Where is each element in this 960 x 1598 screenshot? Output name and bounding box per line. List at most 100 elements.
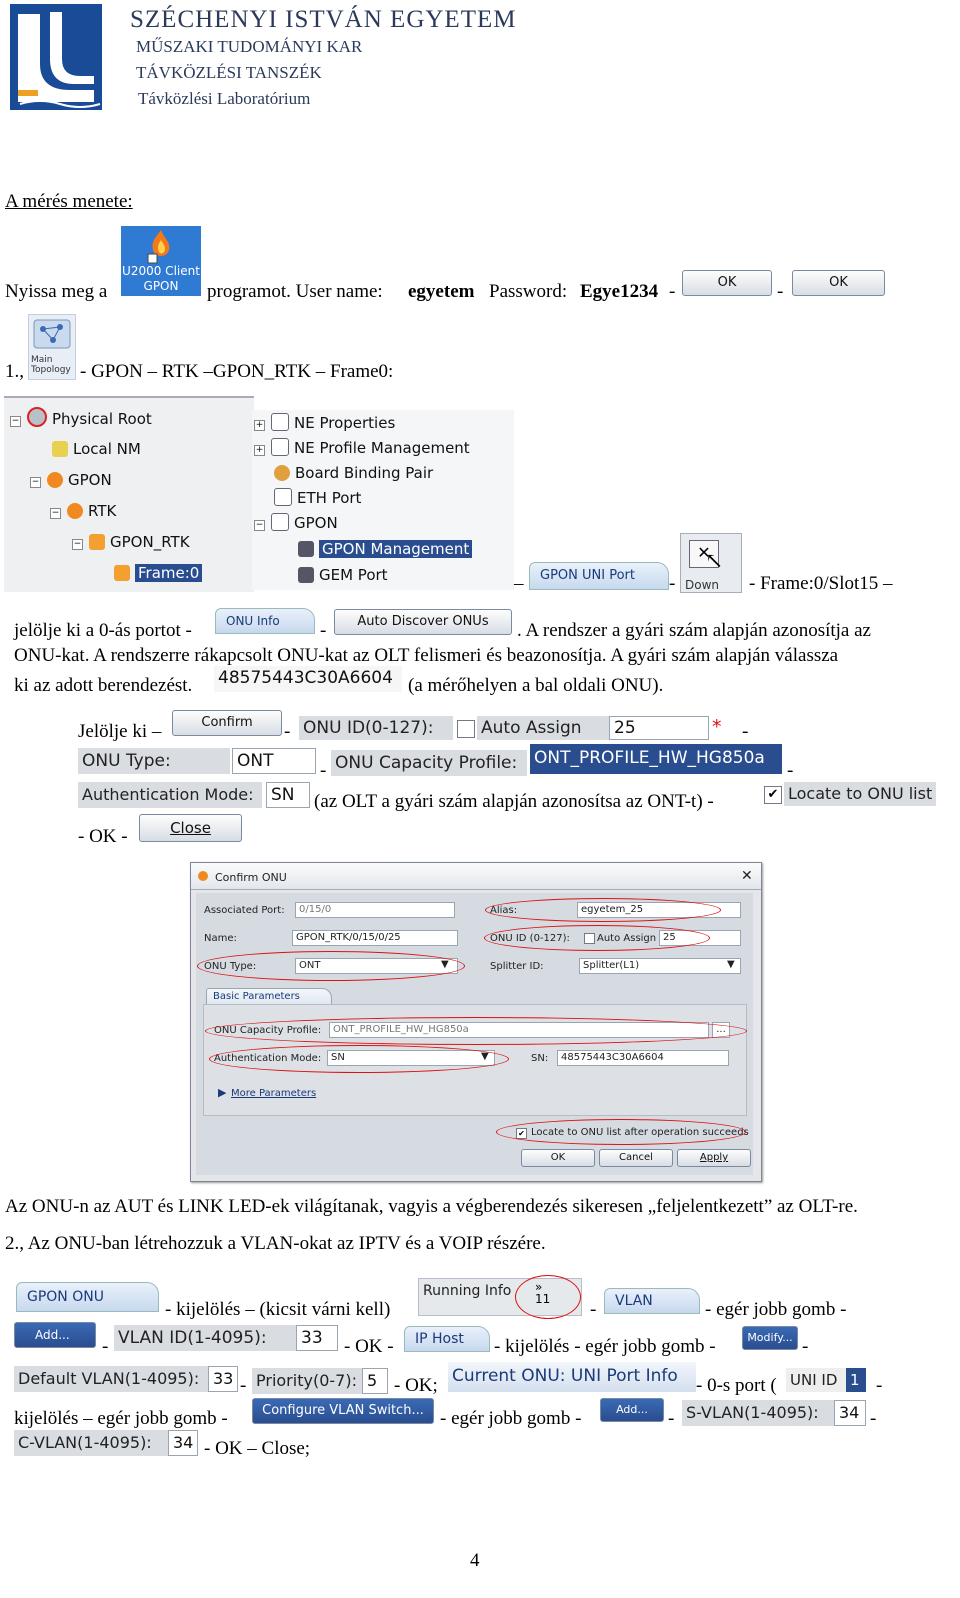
menu-board-binding-pair[interactable]: Board Binding Pair	[274, 462, 433, 484]
menu-gpon[interactable]: −GPON	[254, 512, 338, 534]
tree-node-local-nm[interactable]: Local NM	[52, 438, 141, 460]
collapse-icon[interactable]: −	[72, 539, 83, 550]
p1-text-c: Password:	[489, 281, 568, 302]
inline1-dash-1: –	[514, 573, 524, 594]
cvlan-input[interactable]: 34	[168, 1430, 198, 1456]
dropdown-arrow-icon[interactable]: ▼	[727, 959, 735, 970]
highlight-capacity	[205, 1017, 747, 1045]
vlan-id-input[interactable]: 33	[296, 1325, 338, 1351]
tree-label: GPON_RTK	[110, 533, 190, 551]
expand-icon[interactable]: +	[254, 420, 265, 431]
locate-checkbox[interactable]: ✔	[764, 786, 782, 804]
onu-id-input[interactable]: 25	[609, 716, 709, 740]
cvlan-label: C-VLAN(1-4095):	[14, 1430, 168, 1456]
svlan-input[interactable]: 34	[834, 1400, 866, 1426]
current-onu-tab[interactable]: Current ONU: UNI Port Info	[448, 1362, 696, 1392]
tree-node-gpon[interactable]: −GPON	[30, 469, 112, 491]
expand-icon[interactable]: +	[254, 445, 265, 456]
onu-info-tab[interactable]: ONU Info	[215, 608, 315, 634]
more-parameters-link[interactable]: More Parameters	[231, 1088, 317, 1099]
running-info-button[interactable]: Running Info »11	[418, 1275, 582, 1319]
ok-button-1[interactable]: OK	[682, 270, 772, 296]
capacity-profile-select[interactable]: ONT_PROFILE_HW_HG850a	[530, 744, 782, 774]
auto-assign-checkbox[interactable]	[457, 720, 475, 738]
header-department: TÁVKÖZLÉSI TANSZÉK	[136, 63, 322, 82]
menu-eth-port[interactable]: ETH Port	[274, 487, 361, 509]
auto-discover-onus-button[interactable]: Auto Discover ONUs	[334, 609, 512, 635]
ok-button-2[interactable]: OK	[792, 270, 885, 296]
collapse-icon[interactable]: −	[50, 508, 61, 519]
p7-t1: - kijelölés – (kicsit várni kell)	[165, 1299, 391, 1320]
default-vlan-input[interactable]: 33	[208, 1366, 238, 1392]
cursor-icon: ↖	[705, 548, 724, 573]
dialog-cancel-button[interactable]: Cancel	[599, 1149, 673, 1167]
tree-node-frame0[interactable]: Frame:0	[114, 562, 203, 584]
p7-t6: - 0-s port (	[696, 1375, 777, 1396]
configure-vlan-switch-button[interactable]: Configure VLAN Switch...	[252, 1398, 434, 1424]
p7-t3: - OK -	[344, 1336, 394, 1357]
p1-dash-1: -	[669, 281, 676, 302]
gpon-uni-port-tab[interactable]: GPON UNI Port	[529, 562, 669, 590]
header-university: SZÉCHENYI ISTVÁN EGYETEM	[130, 6, 517, 33]
ne-icon	[89, 534, 105, 550]
p7-t5: - OK;	[394, 1375, 438, 1396]
auth-mode-select[interactable]: SN	[266, 782, 310, 808]
u2000-client-icon[interactable]: U2000 Client GPON	[121, 226, 201, 296]
collapse-icon[interactable]: −	[254, 520, 265, 531]
down-label: Down	[685, 578, 720, 592]
close-button[interactable]: Close	[139, 814, 242, 842]
ip-host-tab[interactable]: IP Host	[404, 1326, 490, 1352]
more-parameters-arrow-icon[interactable]: ▶	[218, 1086, 227, 1099]
p7-dash-7: -	[870, 1408, 877, 1429]
dialog-apply-button[interactable]: Apply	[677, 1149, 751, 1167]
serial-number-field[interactable]: 48575443C30A6604	[214, 666, 402, 692]
tree-label: Frame:0	[135, 564, 203, 582]
auto-assign-label: Auto Assign	[477, 716, 609, 740]
menu-gpon-management[interactable]: GPON Management	[298, 538, 473, 560]
svlan-label: S-VLAN(1-4095):	[682, 1400, 834, 1426]
rtk-icon	[67, 503, 83, 519]
sn-input[interactable]: 48575443C30A6604	[557, 1050, 729, 1066]
down-toolbar-button[interactable]: ✕ ↖ Down	[680, 533, 742, 593]
gpon-onu-tab[interactable]: GPON ONU	[16, 1282, 159, 1312]
dialog-ok-button[interactable]: OK	[521, 1149, 595, 1167]
sn-label: SN:	[531, 1053, 549, 1064]
vlan-tab[interactable]: VLAN	[604, 1288, 700, 1314]
modify-button[interactable]: Modify...	[742, 1326, 798, 1350]
inline1-after: - Frame:0/Slot15 –	[749, 573, 893, 594]
folder-icon	[271, 438, 289, 456]
p4-ok: - OK -	[78, 826, 128, 847]
confirm-button[interactable]: Confirm	[172, 710, 282, 736]
menu-ne-profile-management[interactable]: +NE Profile Management	[254, 437, 470, 459]
tree-node-physical-root[interactable]: −Physical Root	[10, 407, 152, 429]
splitter-select[interactable]: Splitter(L1)	[579, 958, 741, 974]
name-input[interactable]: GPON_RTK/0/15/0/25	[292, 930, 458, 946]
u2000-icon-label: U2000 Client GPON	[122, 264, 200, 293]
main-topology-icon[interactable]: Main Topology	[28, 314, 76, 380]
confirm-onu-dialog: Confirm ONU ✕ Associated Port: 0/15/0 Al…	[190, 862, 762, 1182]
tree-node-rtk[interactable]: −RTK	[50, 500, 116, 522]
priority-input[interactable]: 5	[362, 1368, 388, 1394]
onu-type-select[interactable]: ONT	[232, 748, 316, 774]
p7-dash-4: -	[240, 1375, 247, 1396]
name-label: Name:	[204, 933, 237, 944]
add-button-1[interactable]: Add...	[14, 1322, 96, 1348]
highlight-locate	[496, 1119, 746, 1145]
menu-gem-port[interactable]: GEM Port	[298, 564, 388, 586]
associated-port-select[interactable]: 0/15/0	[295, 902, 455, 918]
menu-label: ETH Port	[297, 489, 362, 507]
auth-mode-label: Authentication Mode:	[78, 782, 262, 808]
dialog-close-icon[interactable]: ✕	[741, 868, 753, 884]
menu-label: NE Properties	[294, 414, 396, 432]
collapse-icon[interactable]: −	[10, 416, 21, 427]
uni-id-value[interactable]: 1	[846, 1368, 866, 1392]
collapse-icon[interactable]: −	[30, 477, 41, 488]
tree-node-gpon-rtk[interactable]: − GPON_RTK	[72, 531, 190, 553]
add-button-2[interactable]: Add...	[600, 1398, 664, 1422]
menu-ne-properties[interactable]: + NE Properties	[254, 412, 395, 434]
globe-icon	[27, 407, 47, 427]
menu-label: Board Binding Pair	[295, 464, 434, 482]
p7-dash-1: -	[590, 1299, 597, 1320]
basic-tab-label: Basic Parameters	[213, 991, 300, 1002]
topology-tree-panel: −Physical Root Local NM −GPON −RTK − GPON…	[4, 396, 254, 592]
